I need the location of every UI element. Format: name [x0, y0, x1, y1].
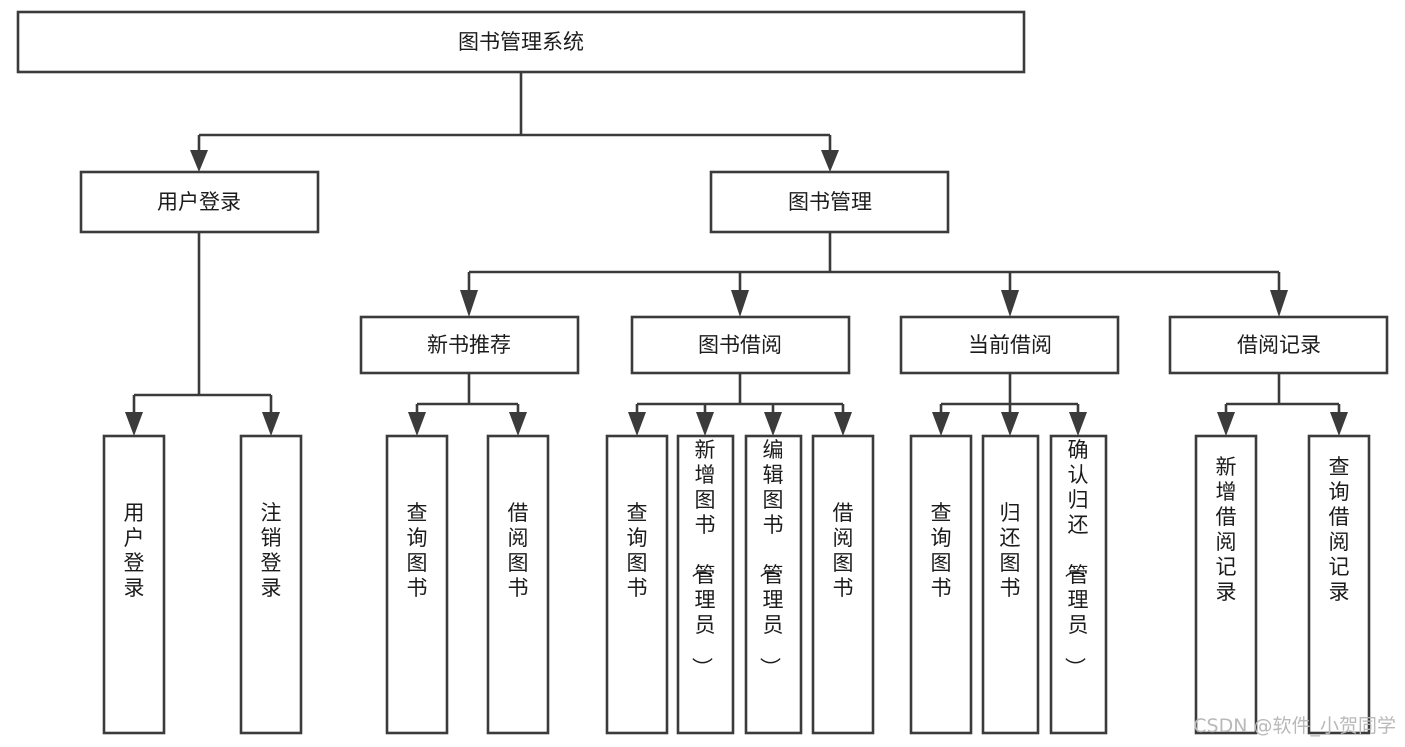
node-leaf-add-record-label: 新增借阅记录 — [1216, 455, 1237, 604]
arrow-head-leaf-logout — [262, 412, 280, 436]
arrow-head-leaf-query-book-2 — [628, 412, 646, 436]
node-leaf-borrow-book-1-label: 借阅图书 — [508, 501, 529, 600]
node-leaf-add-record[interactable]: 新增借阅记录 — [1194, 434, 1258, 735]
node-leaf-query-record-box[interactable] — [1307, 434, 1371, 735]
node-leaf-query-book-3[interactable]: 查询图书 — [909, 434, 973, 735]
node-leaf-add-record-box[interactable] — [1194, 434, 1258, 735]
node-leaf-return-book-box[interactable] — [981, 434, 1040, 735]
node-leaf-query-book-3-label: 查询图书 — [931, 501, 952, 600]
node-leaf-user-login[interactable]: 用户登录 — [102, 434, 166, 735]
node-leaf-query-book-3-box[interactable] — [909, 434, 973, 735]
node-leaf-edit-book-label: 编辑图书（管理员） — [758, 438, 784, 678]
node-leaf-query-book-2-box[interactable] — [605, 434, 669, 735]
arrow-head-leaf-add-book — [696, 412, 714, 436]
node-leaf-confirm-return-box[interactable] — [1049, 434, 1108, 735]
node-leaf-logout-box[interactable] — [239, 434, 303, 735]
node-leaf-return-book[interactable]: 归还图书 — [981, 434, 1040, 735]
node-book-borrow-box[interactable] — [630, 315, 851, 375]
node-leaf-borrow-book-2-label: 借阅图书 — [833, 501, 854, 600]
node-leaf-add-book-box[interactable] — [676, 434, 735, 735]
node-leaf-edit-book[interactable]: 编辑图书（管理员） — [744, 434, 803, 735]
node-current-borrow[interactable]: 当前借阅 — [899, 315, 1120, 375]
node-root-box[interactable] — [16, 10, 1026, 74]
node-borrow-record[interactable]: 借阅记录 — [1168, 315, 1389, 375]
node-leaf-logout-label: 注销登录 — [261, 501, 282, 600]
node-leaf-query-book-1-box[interactable] — [385, 434, 449, 735]
arrow-head-leaf-borrow-book-1 — [509, 412, 527, 436]
arrow-head-borrow-record — [1270, 290, 1288, 317]
node-root[interactable]: 图书管理系统 — [16, 10, 1026, 74]
node-new-book-recommend-label: 新书推荐 — [427, 333, 511, 357]
node-book-management-box[interactable] — [709, 170, 950, 234]
connector-layer — [125, 72, 1348, 436]
node-book-borrow-label: 图书借阅 — [698, 333, 782, 357]
node-leaf-query-book-1[interactable]: 查询图书 — [385, 434, 449, 735]
arrow-head-book-borrow — [731, 290, 749, 317]
arrow-head-leaf-confirm-return — [1069, 412, 1087, 436]
arrow-head-leaf-user-login — [125, 412, 143, 436]
arrow-head-book-management — [821, 150, 839, 172]
node-leaf-borrow-book-1[interactable]: 借阅图书 — [486, 434, 550, 735]
node-user-login-box[interactable] — [79, 170, 320, 234]
arrow-head-leaf-edit-book — [764, 412, 782, 436]
node-borrow-record-box[interactable] — [1168, 315, 1389, 375]
arrow-head-leaf-add-record — [1217, 412, 1235, 436]
node-user-login-label: 用户登录 — [157, 190, 241, 214]
node-current-borrow-label: 当前借阅 — [968, 333, 1052, 357]
node-new-book-recommend[interactable]: 新书推荐 — [359, 315, 580, 375]
node-leaf-add-book[interactable]: 新增图书（管理员） — [676, 434, 735, 735]
node-leaf-borrow-book-1-box[interactable] — [486, 434, 550, 735]
arrow-head-new-book-recommend — [460, 290, 478, 317]
arrow-head-current-borrow — [1001, 290, 1019, 317]
node-leaf-return-book-label: 归还图书 — [1000, 501, 1021, 600]
node-leaf-user-login-label: 用户登录 — [124, 501, 145, 600]
node-leaf-query-book-1-label: 查询图书 — [407, 501, 428, 600]
node-leaf-query-record-label: 查询借阅记录 — [1329, 455, 1350, 604]
node-leaf-confirm-return[interactable]: 确认归还（管理员） — [1049, 434, 1108, 735]
node-root-label: 图书管理系统 — [458, 30, 584, 54]
node-borrow-record-label: 借阅记录 — [1237, 333, 1321, 357]
arrow-head-leaf-query-book-3 — [932, 412, 950, 436]
node-current-borrow-box[interactable] — [899, 315, 1120, 375]
node-leaf-query-book-2[interactable]: 查询图书 — [605, 434, 669, 735]
node-leaf-add-book-label: 新增图书（管理员） — [690, 438, 716, 678]
node-leaf-confirm-return-label: 确认归还（管理员） — [1063, 438, 1089, 678]
arrow-head-leaf-return-book — [1001, 412, 1019, 436]
node-leaf-query-book-2-label: 查询图书 — [627, 501, 648, 600]
node-book-management[interactable]: 图书管理 — [709, 170, 950, 234]
arrow-head-leaf-query-book-1 — [408, 412, 426, 436]
node-user-login[interactable]: 用户登录 — [79, 170, 320, 234]
csdn-watermark: CSDN @软件_小贺同学 — [1193, 715, 1396, 737]
node-leaf-edit-book-box[interactable] — [744, 434, 803, 735]
node-book-management-label: 图书管理 — [788, 190, 872, 214]
node-leaf-borrow-book-2[interactable]: 借阅图书 — [811, 434, 875, 735]
node-leaf-borrow-book-2-box[interactable] — [811, 434, 875, 735]
arrow-head-user-login — [190, 150, 208, 172]
node-book-borrow[interactable]: 图书借阅 — [630, 315, 851, 375]
node-leaf-logout[interactable]: 注销登录 — [239, 434, 303, 735]
node-leaf-user-login-box[interactable] — [102, 434, 166, 735]
arrow-head-leaf-query-record — [1330, 412, 1348, 436]
arrow-head-leaf-borrow-book-2 — [834, 412, 852, 436]
node-leaf-query-record[interactable]: 查询借阅记录 — [1307, 434, 1371, 735]
node-new-book-recommend-box[interactable] — [359, 315, 580, 375]
